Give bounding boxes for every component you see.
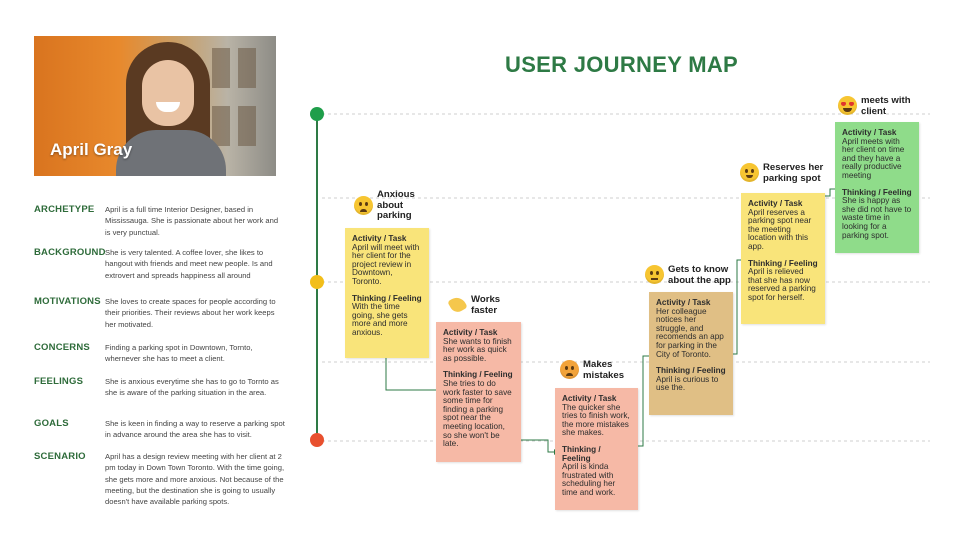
thinking-text: With the time going, she gets more and m…: [352, 302, 408, 337]
emotion-neutral-dot: [310, 275, 324, 289]
field-label: CONCERNS: [34, 342, 90, 353]
thinking-heading: Thinking / Feeling: [748, 258, 818, 268]
stage-works-faster-header: Works faster: [447, 294, 511, 316]
persona-photo: April Gray: [34, 36, 276, 176]
activity-heading: Activity / Task: [842, 128, 897, 137]
activity-text: She wants to finish her work as quick as…: [443, 336, 512, 363]
connector-1-2: [385, 358, 436, 391]
field-text: She is anxious everytime she has to go t…: [105, 377, 279, 398]
thinking-text: April is relieved that she has now reser…: [748, 267, 816, 302]
field-text: Finding a parking spot in Downtown, Torn…: [105, 343, 253, 364]
stage-reserves-note: Activity / Task April reserves a parking…: [741, 193, 825, 324]
stage-label: Reserves her parking spot: [763, 162, 824, 184]
thinking-text: She is happy as she did not have to wast…: [842, 196, 912, 240]
stage-anxious-header: Anxious about parking: [354, 189, 421, 222]
persona-name: April Gray: [50, 140, 133, 159]
connector-3-4: [638, 355, 649, 447]
anxious-face-icon: [354, 196, 373, 215]
activity-text: April reserves a parking spot near the m…: [748, 207, 812, 251]
stage-anxious-note: Activity / Task April will meet with her…: [345, 228, 429, 358]
activity-text: The quicker she tries to finish work, th…: [562, 402, 630, 438]
thinking-text: She tries to do work faster to save some…: [443, 378, 512, 449]
stage-mistakes-header: Makes mistakes: [560, 359, 633, 381]
activity-text: April meets with her client on time and …: [842, 136, 905, 180]
emotion-good-dot: [310, 107, 324, 121]
thinking-heading: Thinking / Feeling: [656, 366, 726, 376]
stage-reserves-header: Reserves her parking spot: [740, 162, 827, 184]
thinking-heading: Thinking / Feeling: [562, 444, 601, 463]
connector-2-3: [521, 439, 554, 453]
stage-app-note: Activity / Task Her colleague notices he…: [649, 292, 733, 415]
frustrated-face-icon: [560, 360, 579, 379]
activity-text: April will meet with her client for the …: [352, 242, 420, 286]
activity-text: Her colleague notices her struggle, and …: [656, 306, 724, 359]
field-label: GOALS: [34, 418, 69, 429]
field-label: FEELINGS: [34, 376, 84, 387]
stage-meets-header: meets with client: [838, 95, 911, 117]
field-text: She is very talented. A coffee lover, sh…: [105, 248, 273, 280]
field-label: MOTIVATIONS: [34, 296, 101, 307]
thinking-heading: Thinking / Feeling: [842, 187, 912, 197]
connector-4-5: [733, 259, 741, 355]
activity-heading: Activity / Task: [352, 234, 407, 243]
stage-label: meets with client: [861, 95, 911, 117]
thinking-face-icon: [645, 265, 664, 284]
stage-mistakes-note: Activity / Task The quicker she tries to…: [555, 388, 638, 510]
activity-heading: Activity / Task: [562, 394, 617, 403]
field-text: She is keen in finding a way to reserve …: [105, 419, 285, 440]
activity-heading: Activity / Task: [748, 199, 803, 208]
thinking-text: April is kinda frustrated with schedulin…: [562, 462, 616, 497]
stage-works-faster-note: Activity / Task She wants to finish her …: [436, 322, 521, 462]
field-text: She loves to create spaces for people ac…: [105, 297, 276, 329]
writing-hand-icon: [447, 294, 468, 315]
field-label: SCENARIO: [34, 451, 86, 462]
thinking-heading: Thinking / Feeling: [443, 370, 513, 380]
thinking-heading: Thinking / Feeling: [352, 293, 422, 303]
emotion-bad-dot: [310, 433, 324, 447]
stage-label: Gets to know about the app: [668, 264, 731, 286]
stage-app-header: Gets to know about the app: [645, 264, 736, 286]
stage-label: Anxious about parking: [377, 189, 415, 221]
field-text: April is a full time Interior Designer, …: [105, 205, 279, 237]
smiling-face-icon: [740, 163, 759, 182]
page-title: USER JOURNEY MAP: [505, 52, 738, 77]
connector-5-6: [825, 188, 835, 197]
field-label: ARCHETYPE: [34, 204, 95, 215]
field-text: April has a design review meeting with h…: [105, 452, 285, 507]
thinking-text: April is curious to use the.: [656, 374, 719, 393]
activity-heading: Activity / Task: [656, 298, 711, 307]
stage-meets-note: Activity / Task April meets with her cli…: [835, 122, 919, 253]
star-struck-face-icon: [838, 96, 857, 115]
activity-heading: Activity / Task: [443, 328, 498, 337]
stage-label: Makes mistakes: [583, 359, 625, 381]
stage-label: Works faster: [471, 294, 501, 316]
field-label: BACKGROUND: [34, 247, 106, 258]
